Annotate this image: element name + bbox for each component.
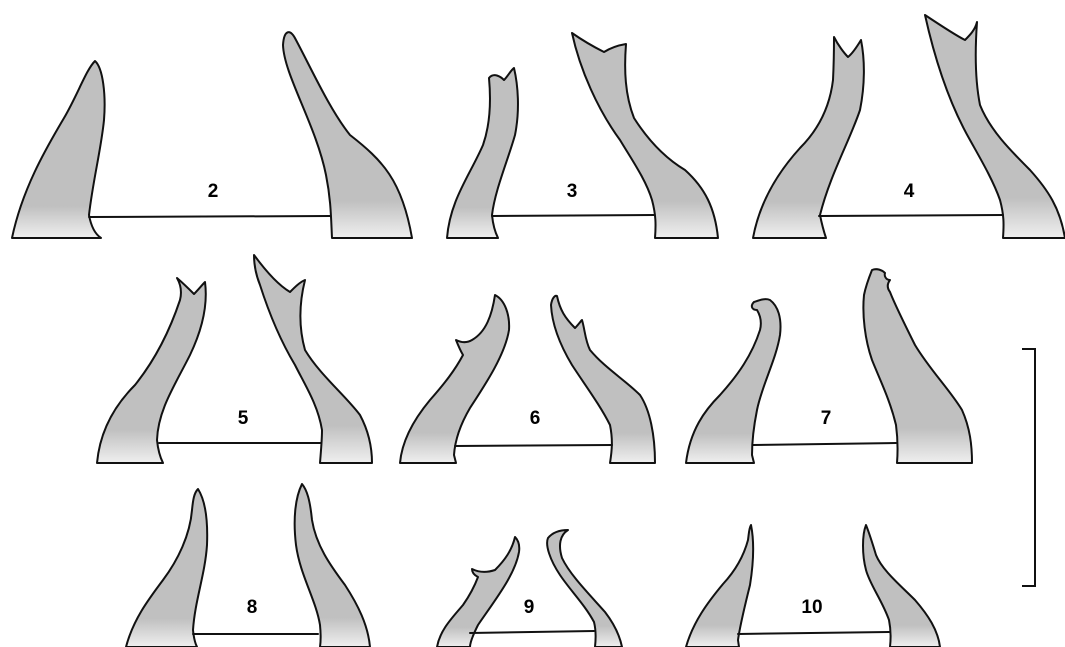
figure-9-base [470,631,594,633]
figure-10-base [738,632,889,634]
figure-8-left-process [126,489,207,647]
figure-7: 7 [686,269,972,463]
figure-3-left-process [447,68,518,238]
figure-3-right-process [572,33,718,238]
figure-3: 3 [447,33,718,238]
figure-6-base [455,445,612,446]
figure-8-right-process [295,484,370,647]
figure-6-left-process [400,295,509,463]
figure-4-right-process [925,15,1065,238]
figure-9-label: 9 [524,597,535,618]
scale-bar [1022,349,1035,586]
figure-6-label: 6 [530,408,541,429]
figure-3-base [492,215,654,216]
figure-6-right-process [551,296,655,463]
figure-2: 2 [12,32,412,238]
figure-7-base [753,443,896,445]
figure-9-left-process [437,537,519,647]
figure-2-label: 2 [208,181,219,202]
figure-2-base [89,216,330,217]
figure-7-label: 7 [821,408,832,429]
figure-9-right-process [547,530,622,647]
figure-4-left-process [753,37,864,238]
figure-4-base [819,215,1003,216]
figure-5-right-process [254,255,372,463]
figure-3-label: 3 [567,181,578,202]
figure-9: 9 [437,530,622,647]
figure-7-left-process [686,299,781,463]
figure-4: 4 [753,15,1065,238]
figure-10-right-process [863,525,940,647]
figure-5-left-process [97,278,206,463]
figure-10-label: 10 [801,597,822,618]
figure-8-label: 8 [247,597,258,618]
figure-2-right-process [283,32,412,238]
figure-8: 8 [126,484,370,647]
figure-4-label: 4 [904,181,915,202]
figure-5-label: 5 [238,408,249,429]
figure-6: 6 [400,295,655,463]
figure-5: 5 [97,255,372,463]
figure-10: 10 [686,525,940,647]
figure-2-left-process [12,61,105,238]
figure-7-right-process [863,269,972,463]
figure-10-left-process [686,525,753,647]
